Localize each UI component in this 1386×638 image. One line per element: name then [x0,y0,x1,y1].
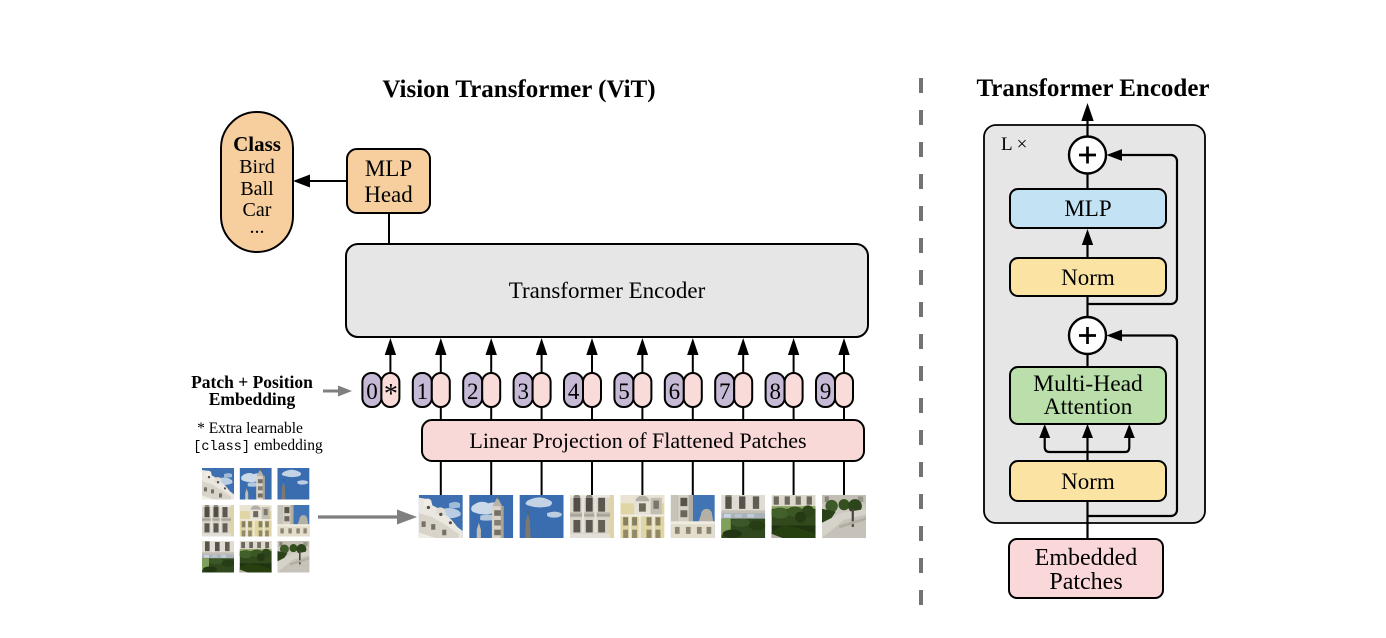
svg-text:...: ... [250,216,265,238]
svg-text:Norm: Norm [1061,265,1115,290]
svg-text:Attention: Attention [1044,394,1133,420]
svg-text:L ×: L × [1001,134,1027,155]
svg-text:1: 1 [417,379,429,404]
svg-text:MLP: MLP [1064,196,1111,221]
svg-text:[class] embedding: [class] embedding [193,437,323,455]
svg-text:Norm: Norm [1061,469,1115,494]
svg-text:2: 2 [467,379,479,404]
svg-text:9: 9 [820,379,832,404]
svg-text:7: 7 [719,379,731,404]
svg-text:8: 8 [769,379,781,404]
svg-text:Linear Projection of Flattened: Linear Projection of Flattened Patches [469,428,806,453]
svg-text:0: 0 [366,379,378,404]
svg-text:6: 6 [669,379,681,404]
svg-text:Head: Head [364,182,413,207]
svg-text:Car: Car [243,199,272,221]
svg-text:Ball: Ball [240,178,274,200]
svg-text:5: 5 [618,379,630,404]
svg-text:Vision Transformer (ViT): Vision Transformer (ViT) [382,76,655,103]
svg-text:4: 4 [568,379,580,404]
svg-text:3: 3 [517,379,529,404]
svg-text:Embedded: Embedded [1035,545,1138,571]
svg-text:Patch + Position: Patch + Position [191,372,313,392]
svg-text:Transformer Encoder: Transformer Encoder [976,75,1209,102]
svg-text:Transformer Encoder: Transformer Encoder [509,278,706,303]
svg-text:Patches: Patches [1049,569,1122,595]
svg-text:*: * [384,379,398,410]
svg-text:Bird: Bird [239,156,275,178]
svg-text:MLP: MLP [365,156,412,181]
svg-text:* Extra learnable: * Extra learnable [197,420,303,437]
svg-text:Class: Class [233,132,281,156]
svg-text:Multi-Head: Multi-Head [1033,371,1143,397]
svg-text:Embedding: Embedding [209,389,296,409]
